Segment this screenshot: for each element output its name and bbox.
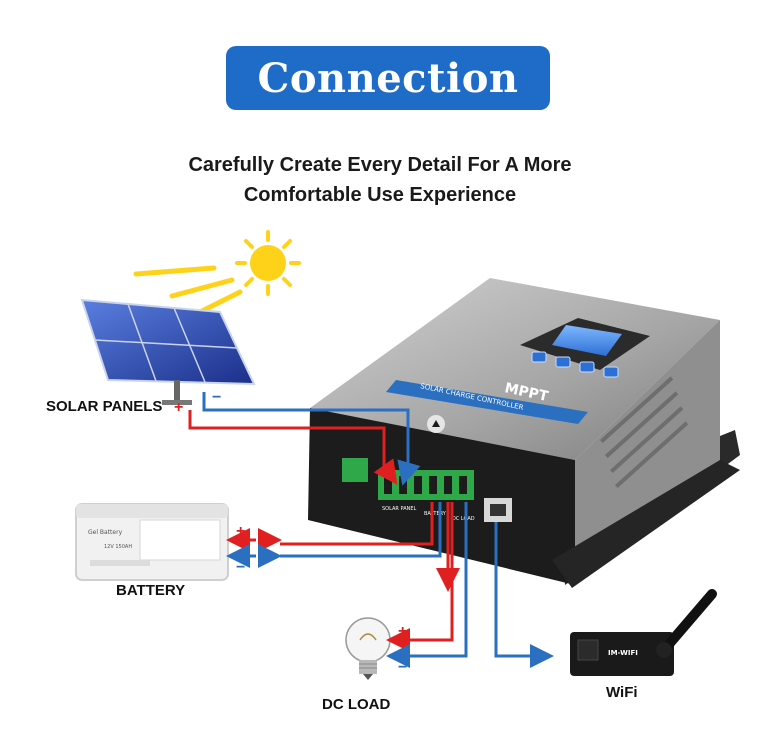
solar-negative-wire	[202, 392, 421, 486]
charge-controller-icon	[308, 278, 740, 588]
wifi-label: WiFi	[606, 684, 638, 701]
solar-panels-label: SOLAR PANELS	[46, 398, 163, 415]
load-negative-sign: −	[398, 659, 407, 676]
battery-device-spec: 12V 150AH	[104, 544, 132, 550]
subtitle-line-2: Comfortable Use Experience	[243, 184, 517, 206]
sun-icon	[133, 230, 301, 315]
wifi-cable	[494, 522, 554, 668]
battery-negative-wire	[280, 502, 442, 558]
load-positive-wire	[386, 502, 454, 652]
wifi-device-text: IM-WIFI	[608, 649, 638, 657]
battery-label: BATTERY	[116, 582, 186, 599]
load-negative-wire	[386, 502, 468, 668]
battery-positive-wire	[280, 502, 434, 546]
battery-icon	[75, 503, 229, 581]
page-title: Connection	[257, 54, 519, 102]
battery-positive-sign: +	[236, 523, 245, 540]
load-positive-sign: +	[398, 623, 407, 640]
solar-positive-wire	[188, 410, 398, 485]
subtitle: Carefully Create Every Detail For A More…	[0, 150, 760, 210]
wifi-module-icon	[570, 589, 717, 676]
solar-panel-icon	[80, 298, 256, 405]
title-badge: Connection	[226, 46, 550, 110]
battery-negative-sign: −	[236, 559, 245, 576]
battery-device-name: Gel Battery	[88, 529, 123, 536]
terminal-label-solar: SOLAR PANEL	[382, 506, 417, 512]
terminal-label-battery: BATTERY	[424, 511, 447, 517]
light-bulb-icon	[345, 617, 391, 680]
terminal-label-dcload: DC LOAD	[452, 516, 475, 522]
solar-positive-sign: +	[174, 399, 183, 416]
dc-load-label: DC LOAD	[322, 696, 391, 713]
subtitle-line-1: Carefully Create Every Detail For A More	[188, 154, 572, 176]
solar-negative-sign: −	[212, 389, 221, 406]
